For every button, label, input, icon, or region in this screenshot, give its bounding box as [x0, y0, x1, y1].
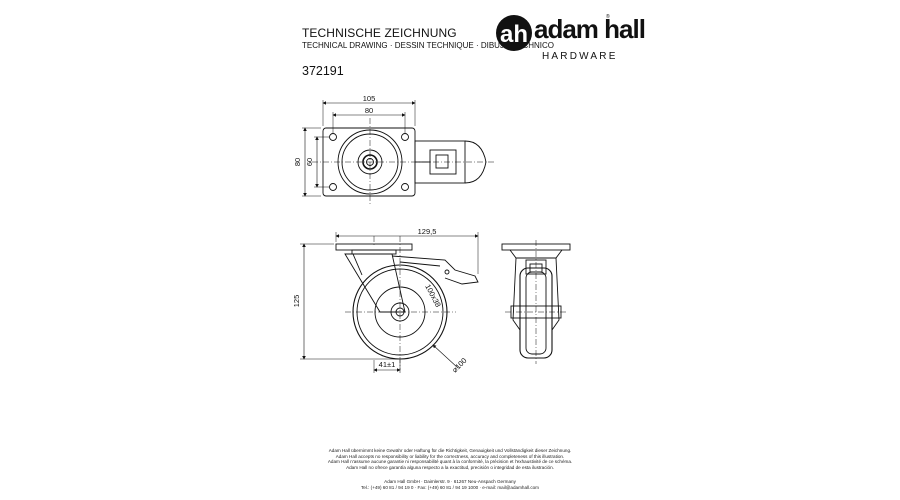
- mount-hole: [401, 183, 409, 191]
- mount-hole: [329, 183, 337, 191]
- dim-plate-outer-width: 105: [363, 94, 376, 103]
- logo-sub-text: HARDWARE: [542, 51, 618, 62]
- company-contact-block: Adam Hall GmbH · Daimlerstr. 9 · 61267 N…: [0, 479, 900, 490]
- dim-offset: 41±1: [379, 360, 396, 369]
- top-view: [302, 100, 495, 204]
- disclaimer-block: Adam Hall übernimmt keine Gewähr oder Ha…: [0, 448, 900, 470]
- logo-mark: ah: [500, 21, 528, 48]
- part-number: 372191: [302, 64, 344, 78]
- mount-hole: [401, 133, 409, 141]
- logo-brand-text: adam hall: [534, 14, 646, 44]
- dim-plate-hole-width: 80: [365, 106, 373, 115]
- dim-plate-hole-height: 60: [305, 158, 314, 166]
- disclaimer-line-fr: Adam Hall n'assume aucune garantie ni re…: [327, 459, 573, 465]
- company-contact: Tel.: (+49) 60 81 / 94 19 0 · Fax: (+49)…: [360, 484, 540, 490]
- drawing-subtitle: TECHNICAL DRAWING · DESSIN TECHNIQUE · D…: [302, 41, 555, 50]
- brake-lever: [391, 255, 479, 285]
- logo-registered-mark: ®: [606, 14, 610, 20]
- side-view: [300, 232, 479, 373]
- front-view: [501, 240, 571, 364]
- adam-hall-logo-icon: ah: [496, 15, 532, 51]
- mount-hole: [329, 133, 337, 141]
- disclaimer-line-en: Adam Hall accepts no responsibility or l…: [335, 453, 565, 459]
- company-address: Adam Hall GmbH · Daimlerstr. 9 · 61267 N…: [384, 479, 516, 484]
- disclaimer-line-de: Adam Hall übernimmt keine Gewähr oder Ha…: [328, 448, 572, 453]
- dim-wheel-diameter: ⌀100: [450, 356, 468, 374]
- disclaimer-line-es: Adam Hall no ofrece garantía alguna resp…: [346, 464, 554, 470]
- drawing-title: TECHNISCHE ZEICHNUNG: [302, 26, 457, 40]
- dim-overall-height: 125: [292, 295, 301, 308]
- dim-overall-length: 129,5: [418, 227, 437, 236]
- dim-plate-outer-height: 80: [293, 158, 302, 166]
